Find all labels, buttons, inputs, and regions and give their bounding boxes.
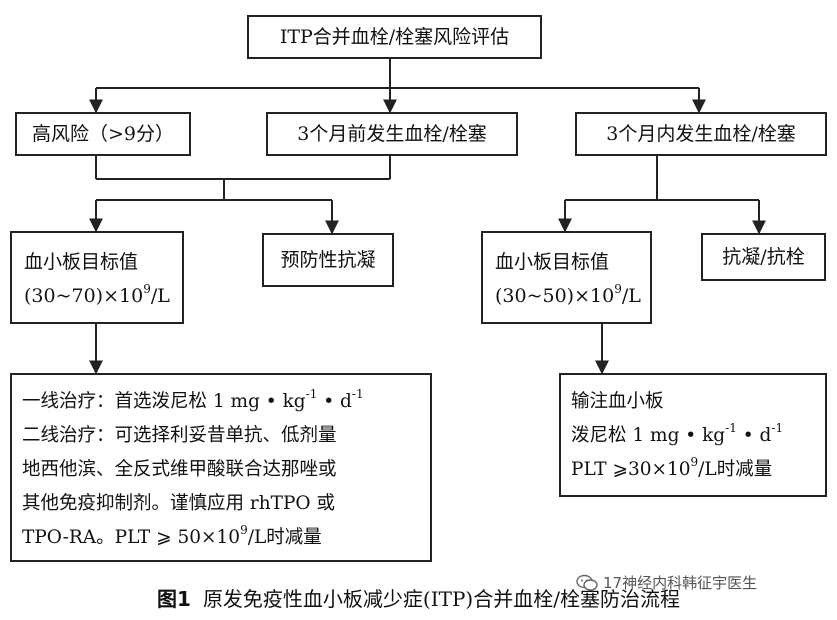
treatment-b-line3: PLT ⩾30×109/L时减量 <box>571 455 773 480</box>
node-root: ITP合并血栓/栓塞风险评估 <box>247 15 542 59</box>
treatment-b-line2: 泼尼松 1 mg • kg-1 • d-1 <box>571 421 784 446</box>
wechat-icon <box>576 574 598 591</box>
plt-target-a-line2: (30~70)×109/L <box>24 282 170 307</box>
plt-target-a-line1: 血小板目标值 <box>24 251 139 273</box>
node-prophylactic: 预防性抗凝 <box>262 233 394 287</box>
node-plt-target-a: 血小板目标值 (30~70)×109/L <box>10 231 184 324</box>
treatment-a-line5: TPO-RA。PLT ⩾ 50×109/L时减量 <box>22 523 322 548</box>
node-recent-thrombosis-label: 3个月内发生血栓/栓塞 <box>606 123 796 145</box>
node-treatment-b: 输注血小板 泼尼松 1 mg • kg-1 • d-1 PLT ⩾30×109/… <box>559 373 827 497</box>
node-root-label: ITP合并血栓/栓塞风险评估 <box>279 26 510 48</box>
watermark: 17神经内科韩征宇医生 <box>576 572 757 593</box>
figure-caption-text: 原发免疫性血小板减少症(ITP)合并血栓/栓塞防治流程 <box>202 587 680 611</box>
node-prior-thrombosis: 3个月前发生血栓/栓塞 <box>266 112 518 156</box>
node-treatment-a: 一线治疗：首选泼尼松 1 mg • kg-1 • d-1 二线治疗：可选择利妥昔… <box>10 373 432 562</box>
figure-caption-label: 图1 <box>157 587 191 611</box>
node-high-risk-label: 高风险（>9分） <box>31 123 174 145</box>
node-anticoag-label: 抗凝/抗栓 <box>722 246 805 268</box>
node-prior-thrombosis-label: 3个月前发生血栓/栓塞 <box>297 123 487 145</box>
watermark-text: 17神经内科韩征宇医生 <box>603 574 758 592</box>
node-high-risk: 高风险（>9分） <box>15 112 191 156</box>
node-anticoag: 抗凝/抗栓 <box>701 233 826 281</box>
figure-caption: 图1 原发免疫性血小板减少症(ITP)合并血栓/栓塞防治流程 <box>0 583 837 612</box>
plt-target-b-line1: 血小板目标值 <box>495 251 610 273</box>
node-plt-target-b: 血小板目标值 (30~50)×109/L <box>481 231 652 324</box>
plt-target-b-line2: (30~50)×109/L <box>495 282 641 307</box>
treatment-a-line3: 地西他滨、全反式维甲酸联合达那唑或 <box>22 459 337 480</box>
treatment-a-line1: 一线治疗：首选泼尼松 1 mg • kg-1 • d-1 <box>22 387 364 412</box>
node-recent-thrombosis: 3个月内发生血栓/栓塞 <box>575 112 827 156</box>
treatment-a-line2: 二线治疗：可选择利妥昔单抗、低剂量 <box>22 425 337 446</box>
treatment-b-line1: 输注血小板 <box>571 391 664 412</box>
treatment-a-line4: 其他免疫抑制剂。谨慎应用 rhTPO 或 <box>22 493 335 514</box>
node-prophylactic-label: 预防性抗凝 <box>280 249 376 271</box>
